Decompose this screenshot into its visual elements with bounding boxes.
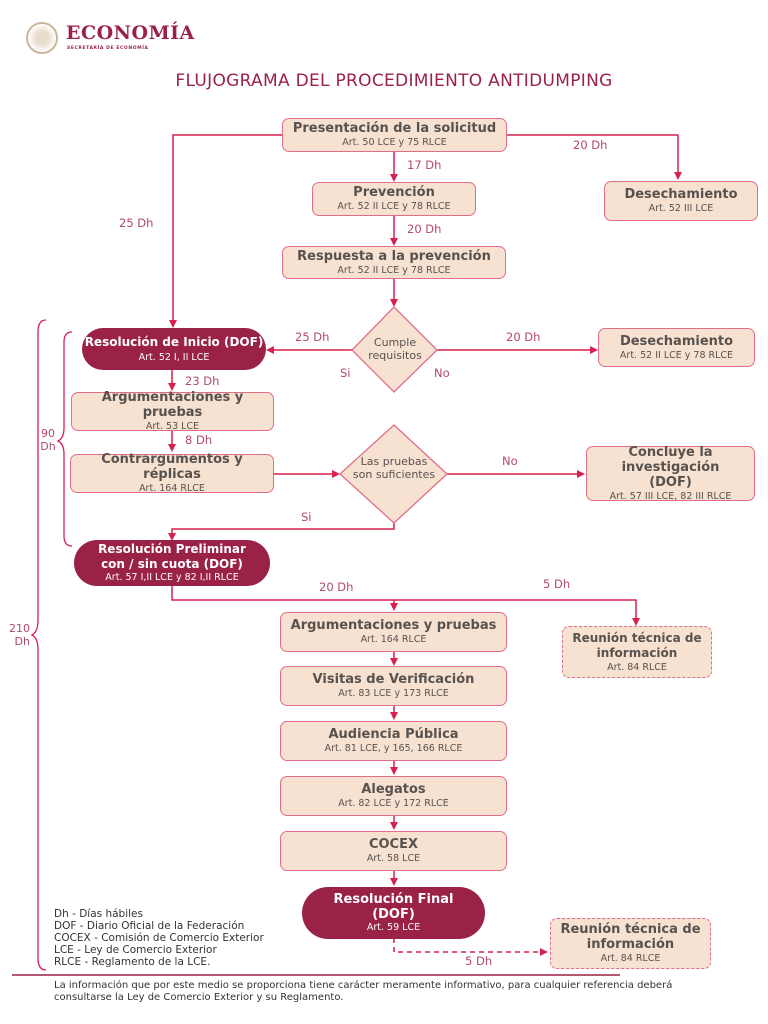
node-title: Resolución Final (DOF) — [333, 892, 454, 922]
decision-pruebas-suficientes: Las pruebas son suficientes — [352, 455, 436, 481]
node-respuesta-prevencion: Respuesta a la prevención Art. 52 II LCE… — [282, 246, 506, 279]
node-title: Desechamiento — [624, 187, 738, 202]
node-ref: Art. 58 LCE — [366, 853, 421, 864]
node-resolucion-final: Resolución Final (DOF) Art. 59 LCE — [302, 887, 485, 939]
edge-preliminar-argumentaciones — [171, 585, 640, 626]
label-no-pruebas: No — [502, 454, 518, 468]
legend-item: RLCE - Reglamento de la LCE. — [54, 956, 211, 968]
logo-subtitle: SECRETARÍA DE ECONOMÍA — [67, 46, 149, 51]
node-ref: Art. 52 II LCE y 78 RLCE — [619, 349, 734, 361]
label-23-dh: 23 Dh — [185, 374, 220, 388]
node-title: Resolución de Inicio (DOF) — [84, 334, 264, 349]
node-title: Alegatos — [361, 782, 426, 797]
page-title: FLUJOGRAMA DEL PROCEDIMIENTO ANTIDUMPING — [175, 71, 613, 91]
node-ref: Art. 84 RLCE — [600, 953, 661, 964]
node-title: Argumentaciones y pruebas — [290, 618, 497, 633]
label-20-dh-prevencion: 20 Dh — [407, 222, 442, 236]
node-ref: Art. 82 LCE y 172 RLCE — [338, 798, 449, 809]
node-reunion-tecnica-1: Reunión técnica de información Art. 84 R… — [562, 626, 712, 678]
label-20-dh-desechamiento: 20 Dh — [573, 138, 608, 152]
node-title: Desechamiento — [619, 333, 734, 349]
label-8-dh: 8 Dh — [185, 433, 213, 447]
node-ref: Art. 57 I,II LCE y 82 I,II RLCE — [105, 572, 239, 583]
edge-presentacion-desechamiento — [506, 134, 682, 180]
node-ref: Art. 84 RLCE — [607, 661, 667, 673]
bracket-90-dh — [56, 331, 73, 547]
node-desechamiento-2: Desechamiento Art. 52 II LCE y 78 RLCE — [598, 328, 755, 367]
node-audiencia-publica: Audiencia Pública Art. 81 LCE, y 165, 16… — [280, 721, 507, 761]
label-no-cumple: No — [434, 366, 450, 380]
node-concluye-investigacion: Concluye la investigación (DOF) Art. 57 … — [586, 444, 755, 502]
node-ref: Art. 52 II LCE y 78 RLCE — [337, 201, 451, 212]
node-title: Prevención — [353, 185, 435, 200]
disclaimer: La información que por este medio se pro… — [54, 980, 673, 1003]
node-presentacion-solicitud: Presentación de la solicitud Art. 50 LCE… — [282, 118, 507, 152]
node-alegatos: Alegatos Art. 82 LCE y 172 RLCE — [280, 776, 507, 816]
node-title: Concluye la investigación (DOF) — [621, 444, 720, 490]
node-contrargumentos: Contrargumentos y réplicas Art. 164 RLCE — [70, 452, 274, 494]
node-ref: Art. 53 LCE — [145, 421, 200, 432]
node-ref: Art. 50 LCE y 75 RLCE — [342, 137, 447, 148]
label-si-cumple: Si — [340, 366, 351, 380]
label-si-pruebas: Si — [301, 510, 312, 524]
node-title: Reunión técnica de información — [572, 630, 702, 660]
node-resolucion-inicio: Resolución de Inicio (DOF) Art. 52 I, II… — [82, 328, 266, 370]
node-title: Contrargumentos y réplicas — [101, 452, 243, 482]
node-title: Visitas de Verificación — [312, 672, 475, 687]
label-90-dh: 90 Dh — [40, 427, 56, 453]
node-prevencion: Prevención Art. 52 II LCE y 78 RLCE — [312, 182, 476, 216]
label-20-dh-preliminar: 20 Dh — [319, 580, 354, 594]
node-ref: Art. 59 LCE — [366, 922, 421, 933]
diamond-cumple-requisitos — [351, 306, 438, 393]
label-25-dh-inicio: 25 Dh — [119, 216, 154, 230]
label-25-dh-cumple: 25 Dh — [295, 330, 330, 344]
label-20-dh-cumple: 20 Dh — [506, 330, 541, 344]
label-17-dh: 17 Dh — [407, 158, 442, 172]
label-210-dh: 210 Dh — [9, 622, 30, 648]
label-5-dh-preliminar: 5 Dh — [543, 577, 571, 591]
node-argumentaciones-2: Argumentaciones y pruebas Art. 164 RLCE — [280, 612, 507, 652]
node-title: Audiencia Pública — [328, 727, 459, 742]
node-resolucion-preliminar: Resolución Preliminar con / sin cuota (D… — [74, 540, 270, 586]
legend-item: Dh - Días hábiles — [54, 908, 143, 920]
decision-cumple-requisitos: Cumple requisitos — [368, 336, 422, 362]
label-5-dh-final: 5 Dh — [465, 954, 493, 968]
diamond-pruebas-suficientes — [339, 424, 448, 524]
node-argumentaciones-1: Argumentaciones y pruebas Art. 53 LCE — [71, 390, 274, 432]
node-title: COCEX — [368, 837, 419, 852]
logo-title: ECONOMÍA — [66, 22, 195, 44]
node-cocex: COCEX Art. 58 LCE — [280, 831, 507, 871]
node-title: Argumentaciones y pruebas — [101, 390, 244, 420]
node-ref: Art. 52 III LCE — [648, 203, 714, 214]
legend-item: LCE - Ley de Comercio Exterior — [54, 944, 217, 956]
node-ref: Art. 52 II LCE y 78 RLCE — [337, 264, 451, 276]
node-title: Respuesta a la prevención — [297, 248, 491, 264]
node-ref: Art. 164 RLCE — [360, 634, 427, 645]
node-desechamiento-1: Desechamiento Art. 52 III LCE — [604, 181, 758, 221]
edge-final-reunion — [393, 938, 548, 956]
legend: Dh - Días hábiles DOF - Diario Oficial d… — [54, 908, 264, 968]
node-title: Resolución Preliminar con / sin cuota (D… — [98, 542, 246, 571]
node-title: Presentación de la solicitud — [292, 121, 497, 136]
node-ref: Art. 81 LCE, y 165, 166 RLCE — [324, 743, 463, 754]
legend-item: COCEX - Comisión de Comercio Exterior — [54, 932, 264, 944]
legend-item: DOF - Diario Oficial de la Federación — [54, 920, 245, 932]
edge-pruebas-preliminar — [168, 522, 395, 541]
node-visitas-verificacion: Visitas de Verificación Art. 83 LCE y 17… — [280, 666, 507, 706]
bracket-210-dh — [30, 319, 47, 971]
node-ref: Art. 52 I, II LCE — [138, 351, 210, 363]
node-ref: Art. 164 RLCE — [139, 483, 205, 494]
node-reunion-tecnica-2: Reunión técnica de información Art. 84 R… — [550, 918, 711, 969]
edge-presentacion-inicio — [169, 134, 283, 328]
coat-of-arms-icon — [26, 22, 58, 54]
node-title: Reunión técnica de información — [560, 922, 701, 952]
node-ref: Art. 57 III LCE, 82 III RLCE — [609, 490, 732, 502]
node-ref: Art. 83 LCE y 173 RLCE — [338, 688, 449, 699]
